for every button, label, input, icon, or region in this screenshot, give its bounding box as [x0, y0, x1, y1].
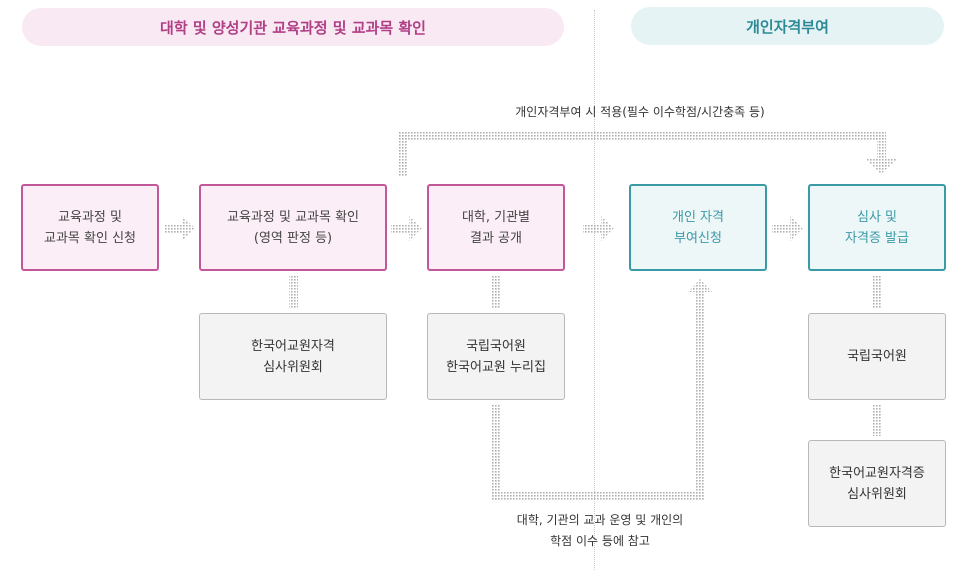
step1-line1: 교육과정 및 [58, 209, 122, 225]
bottom-label-line1: 대학, 기관의 교과 운영 및 개인의 [516, 513, 684, 527]
step-arrow-3 [583, 224, 601, 233]
top-route-label: 개인자격부여 시 적용(필수 이수학점/시간충족 등) [515, 105, 765, 119]
step4-line2: 부여신청 [674, 230, 722, 246]
step3-line2: 결과 공개 [470, 230, 522, 246]
step-arrow-2 [391, 224, 409, 233]
support-institute: 국립국어원 [808, 313, 946, 400]
bottom-route-up [695, 292, 704, 500]
top-route-up [399, 131, 408, 176]
top-route-down [877, 131, 886, 159]
step5-line2: 자격증 발급 [845, 230, 909, 246]
link-committee2 [872, 404, 881, 436]
link-institute [872, 276, 881, 308]
step2-line2: (영역 판정 등) [253, 230, 333, 246]
top-route-across [399, 131, 886, 140]
institute-site-line2: 한국어교원 누리집 [446, 359, 546, 375]
bottom-route-label: 대학, 기관의 교과 운영 및 개인의 학점 이수 등에 참고 [470, 510, 730, 552]
step-results-publish: 대학, 기관별 결과 공개 [427, 184, 565, 271]
step-individual-apply: 개인 자격 부여신청 [629, 184, 767, 271]
step-arrow-1 [164, 224, 182, 233]
step5-line1: 심사 및 [856, 209, 897, 225]
support-institute-site: 국립국어원 한국어교원 누리집 [427, 313, 565, 400]
committee-line2: 심사위원회 [263, 359, 323, 375]
section-divider [594, 10, 595, 570]
bottom-route-across [491, 491, 704, 500]
step1-line2: 교과목 확인 신청 [44, 230, 136, 246]
step2-line1: 교육과정 및 교과목 확인 [227, 209, 359, 225]
institute-line1: 국립국어원 [847, 349, 907, 364]
step3-line1: 대학, 기관별 [461, 209, 531, 225]
step-arrow-4 [772, 224, 790, 233]
support-committee2: 한국어교원자격증 심사위원회 [808, 440, 946, 527]
section-header-individual: 개인자격부여 [631, 7, 944, 45]
link-institute-site [491, 276, 500, 308]
bottom-route-arrowhead [688, 279, 712, 292]
step-curriculum-request: 교육과정 및 교과목 확인 신청 [21, 184, 159, 271]
support-committee: 한국어교원자격 심사위원회 [199, 313, 387, 400]
committee-line1: 한국어교원자격 [251, 338, 335, 354]
bottom-route-down [491, 404, 500, 500]
institute-site-line1: 국립국어원 [466, 338, 526, 354]
top-route-arrowhead [866, 159, 897, 174]
step-curriculum-check: 교육과정 및 교과목 확인 (영역 판정 등) [199, 184, 387, 271]
section-header-university: 대학 및 양성기관 교육과정 및 교과목 확인 [22, 8, 564, 46]
step4-line1: 개인 자격 [672, 209, 724, 225]
committee2-line2: 심사위원회 [847, 486, 907, 502]
link-committee [289, 276, 298, 308]
committee2-line1: 한국어교원자격증 [829, 465, 925, 481]
bottom-label-line2: 학점 이수 등에 참고 [550, 534, 650, 548]
step-review-issue: 심사 및 자격증 발급 [808, 184, 946, 271]
